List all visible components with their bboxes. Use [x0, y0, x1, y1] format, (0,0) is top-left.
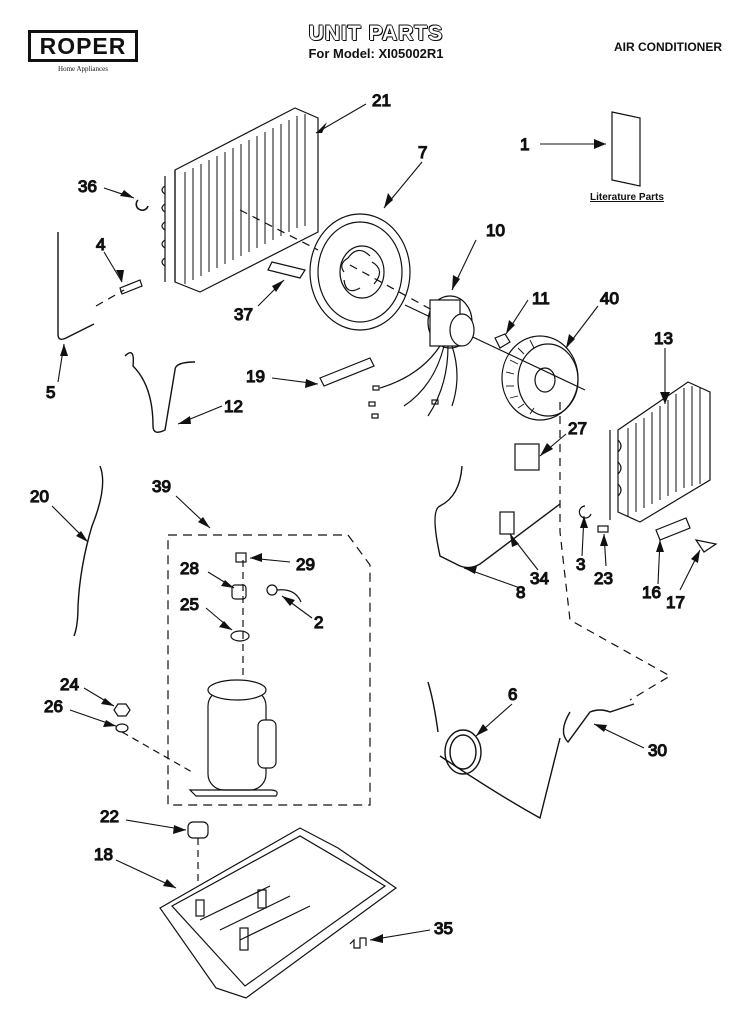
- callout-6: 6: [508, 685, 517, 704]
- literature-card-drawing: [611, 111, 641, 187]
- callout-16: 16: [642, 583, 661, 602]
- fan-motor-drawing: [368, 295, 586, 419]
- compressor-group-drawing: [167, 534, 371, 806]
- callout-11: 11: [532, 289, 550, 308]
- callout-20: 20: [30, 487, 49, 506]
- page-title: UNIT PARTS: [308, 22, 444, 45]
- callout-40: 40: [600, 289, 619, 308]
- callout-36: 36: [78, 177, 97, 196]
- base-pan-drawing: [159, 827, 398, 999]
- callout-18: 18: [94, 845, 113, 864]
- callout-12: 12: [224, 397, 243, 416]
- callout-39: 39: [152, 477, 171, 496]
- small-parts-drawings: [119, 261, 718, 553]
- tubing-drawings: [57, 232, 635, 820]
- brand-wordmark: ROPER: [28, 30, 138, 62]
- callout-4: 4: [96, 235, 105, 254]
- callout-25: 25: [180, 595, 199, 614]
- callout-21: 21: [372, 91, 391, 110]
- blower-wheel-drawing: [494, 333, 579, 421]
- arrowheads: [60, 122, 700, 943]
- leader-arrows: [51, 103, 701, 941]
- condenser-coil-drawing: [135, 107, 319, 293]
- model-subtitle: For Model: XI05002R1: [308, 46, 444, 61]
- brand-subtitle: Home Appliances: [58, 65, 108, 73]
- callout-8: 8: [516, 583, 525, 602]
- roper-logo: ROPER Home Appliances: [28, 30, 138, 73]
- callout-26: 26: [44, 697, 63, 716]
- callout-labels: 21 7 36 4 10 1 11 40 13 37 5 19 12 27 20…: [29, 90, 685, 938]
- literature-parts-label: Literature Parts: [590, 192, 664, 203]
- evaporator-coil-drawing: [609, 381, 711, 523]
- callout-10: 10: [486, 221, 505, 240]
- callout-3: 3: [576, 555, 585, 574]
- callout-17: 17: [666, 593, 685, 612]
- guide-lines: [95, 209, 672, 701]
- callout-1: 1: [520, 135, 529, 154]
- callout-13: 13: [654, 329, 673, 348]
- callout-7: 7: [418, 143, 427, 162]
- callout-5: 5: [46, 383, 55, 402]
- callout-29: 29: [296, 555, 315, 574]
- mounting-hardware-drawings: [113, 703, 209, 900]
- callout-30: 30: [648, 741, 667, 760]
- callout-35: 35: [434, 919, 453, 938]
- callout-2: 2: [314, 613, 323, 632]
- fan-shroud-drawing: [309, 213, 411, 331]
- callout-24: 24: [60, 675, 79, 694]
- appliance-category: AIR CONDITIONER: [614, 40, 722, 54]
- callout-37: 37: [234, 305, 253, 324]
- callout-34: 34: [530, 569, 549, 588]
- callout-22: 22: [100, 807, 119, 826]
- callout-28: 28: [180, 559, 199, 578]
- callout-23: 23: [594, 569, 613, 588]
- callout-19: 19: [246, 367, 265, 386]
- callout-27: 27: [568, 419, 587, 438]
